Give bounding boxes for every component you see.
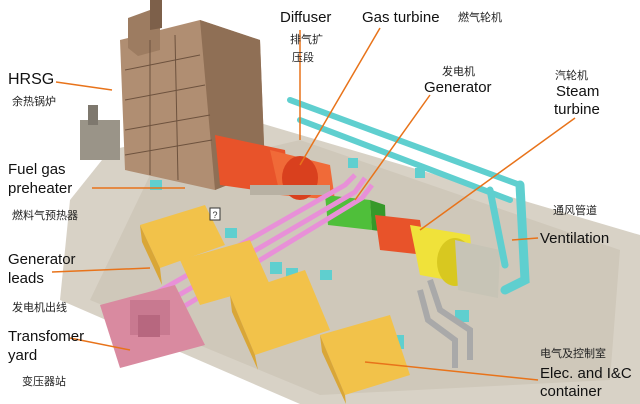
label-steam-turbine-zh: 汽轮机 (555, 69, 588, 82)
pipework (417, 279, 473, 368)
steam-turbine (375, 215, 500, 298)
label-transformer-zh: 变压器站 (22, 375, 66, 388)
callout-marker (209, 207, 221, 221)
label-diffuser-zh-2: 压段 (292, 51, 314, 64)
label-gas-turbine: Gas turbine (362, 9, 440, 26)
label-generator-leads-1: Generator (8, 251, 76, 268)
label-diffuser: Diffuser (280, 9, 332, 26)
label-fuel-gas-zh: 燃料气预热器 (12, 209, 78, 222)
label-hrsg-zh: 余热锅炉 (12, 95, 56, 108)
label-elec-zh: 电气及控制室 (540, 347, 606, 360)
leader-lines (51, 27, 576, 381)
label-ventilation-zh: 通风管道 (553, 204, 597, 217)
transformer-yard (100, 285, 205, 368)
label-elec-2: container (540, 383, 602, 400)
label-gas-turbine-zh: 燃气轮机 (458, 11, 502, 24)
label-fuel-gas-2: preheater (8, 180, 73, 197)
label-transformer-2: yard (8, 347, 38, 364)
label-generator-zh: 发电机 (442, 65, 475, 78)
cyan-boxes (150, 158, 469, 349)
label-elec-1: Elec. and I&C (540, 365, 632, 382)
label-fuel-gas-1: Fuel gas (8, 161, 66, 178)
label-steam-turbine-2: turbine (554, 101, 600, 118)
gas-turbine (215, 135, 335, 200)
label-steam-turbine-1: Steam (556, 83, 600, 100)
label-ventilation: Ventilation (540, 230, 610, 247)
label-hrsg: HRSG (8, 71, 55, 88)
label-diffuser-zh-1: 排气扩 (290, 33, 323, 46)
plant-foundation (60, 120, 640, 404)
label-transformer-1: Transfomer (8, 328, 85, 345)
label-generator: Generator (424, 79, 492, 96)
callout-mark: ? (212, 210, 217, 220)
label-generator-leads-2: leads (8, 270, 44, 287)
ventilation-ducts (287, 97, 530, 295)
label-generator-leads-zh: 发电机出线 (12, 301, 67, 314)
containers (140, 205, 410, 404)
